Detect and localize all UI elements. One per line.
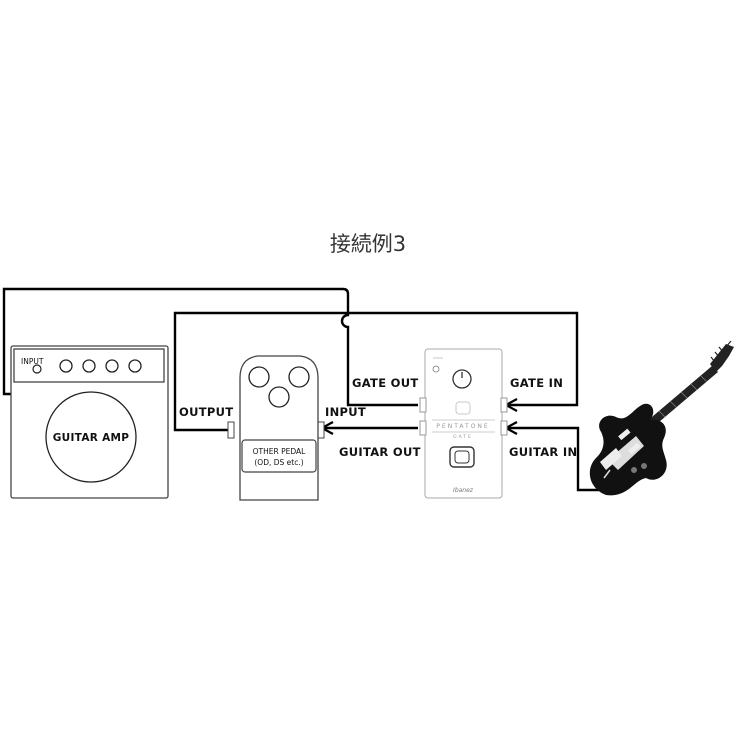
pentatone-sub: GATE — [453, 434, 473, 440]
amp-knob-3 — [105, 359, 119, 373]
amp-knob-4 — [128, 359, 142, 373]
guitar-in-label: GUITAR IN — [509, 445, 577, 459]
guitar-amp: INPUT GUITAR AMP — [10, 345, 169, 499]
other-pedal-type: (OD, DS etc.) — [254, 458, 303, 467]
output-label: OUTPUT — [179, 405, 233, 419]
diagram-title: 接続例3 — [330, 232, 406, 256]
amp-knob-1 — [59, 359, 73, 373]
pentatone-switch — [455, 401, 471, 415]
pentatone-maker: Ibanez — [453, 487, 474, 494]
pentatone-pedal: PENTATONE GATE Ibanez — [419, 348, 508, 499]
other-pedal-knob-left — [248, 366, 270, 388]
pentatone-knob — [452, 369, 472, 389]
amp-input-jack — [32, 364, 42, 374]
gate-in-cable — [173, 311, 579, 432]
other-pedal: OTHER PEDAL (OD, DS etc.) — [227, 355, 325, 501]
guitar-in-cable — [506, 426, 606, 492]
other-pedal-knob-center — [268, 386, 290, 408]
pentatone-brand: PENTATONE — [436, 423, 489, 430]
other-pedal-name: OTHER PEDAL — [253, 447, 306, 456]
gate-in-label: GATE IN — [510, 376, 563, 390]
amp-name: GUITAR AMP — [53, 432, 130, 444]
input-label: INPUT — [325, 405, 366, 419]
gate-out-label: GATE OUT — [352, 376, 419, 390]
amp-input-label: INPUT — [21, 357, 44, 366]
pentatone-led — [432, 365, 440, 373]
amp-speaker — [45, 391, 137, 483]
electric-guitar-icon — [589, 340, 734, 496]
other-pedal-knob-right — [288, 366, 310, 388]
gate-out-cable — [2, 287, 418, 407]
amp-knob-2 — [82, 359, 96, 373]
guitar-out-label: GUITAR OUT — [339, 445, 421, 459]
